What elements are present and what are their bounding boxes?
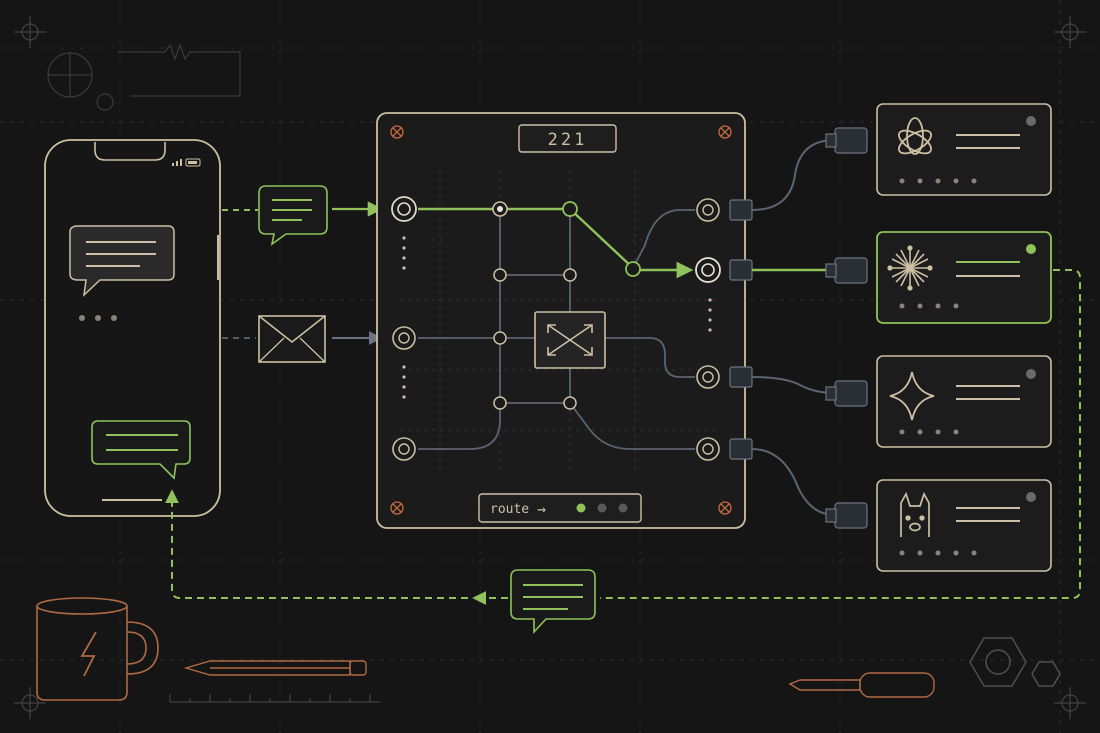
model-card-openai	[876, 103, 1052, 196]
model-card-llama	[876, 479, 1052, 572]
model-card-sparkle	[876, 355, 1052, 448]
route-arrow: →	[537, 500, 546, 518]
signal-icon	[172, 159, 182, 166]
route-label: route	[490, 502, 529, 517]
phone	[44, 139, 221, 517]
model-cables	[751, 139, 836, 516]
corner-crosshairs	[14, 16, 1086, 719]
sparkle-star-icon	[889, 371, 935, 421]
route-indicator: route →	[478, 493, 642, 523]
email-input-path	[222, 315, 383, 363]
envelope-icon	[258, 315, 326, 363]
schematic-decoration	[47, 43, 241, 111]
openai-knot-icon	[898, 117, 932, 155]
typing-dots	[79, 315, 117, 321]
reply-chat-bubble-icon	[91, 420, 191, 480]
hex-nut-icon	[969, 637, 1061, 687]
response-chat-bubble-icon	[510, 569, 596, 635]
model-plugs	[825, 127, 868, 529]
route-led-active	[576, 503, 586, 513]
board-screw-icons	[390, 125, 732, 515]
starburst-icon	[887, 245, 933, 291]
screwdriver-icon	[788, 672, 935, 698]
board-plugs	[729, 199, 753, 460]
junction-nodes	[492, 201, 641, 410]
response-return-path	[165, 269, 1081, 605]
incoming-chat-bubble-icon	[69, 225, 175, 297]
battery-icon	[185, 158, 201, 167]
llama-icon	[900, 491, 930, 537]
chat-bubble-icon	[258, 185, 328, 246]
active-route	[418, 207, 694, 279]
router-board: 221	[376, 112, 753, 529]
route-led	[618, 503, 628, 513]
route-led	[597, 503, 607, 513]
port-spacer-dots	[402, 236, 712, 399]
output-ports	[695, 198, 721, 461]
ruler-icon	[169, 694, 380, 703]
coffee-mug-icon	[36, 597, 159, 701]
counter-value: 221	[548, 130, 588, 150]
input-ports	[391, 196, 417, 461]
model-card-starburst-active	[876, 231, 1052, 324]
chat-input-path	[222, 185, 384, 246]
switch-shuffle-icon	[534, 311, 606, 369]
request-counter: 221	[518, 124, 617, 153]
pencil-icon	[183, 660, 367, 676]
